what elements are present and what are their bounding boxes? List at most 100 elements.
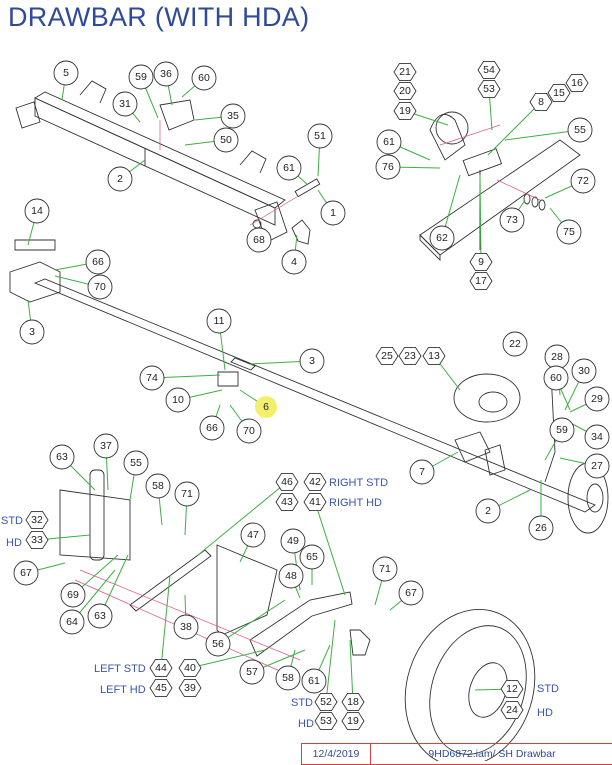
callout-60[interactable]: 60: [191, 65, 217, 91]
callout-61[interactable]: 61: [276, 155, 302, 181]
hex-callout-shape: [393, 101, 417, 121]
callout-43[interactable]: 43: [275, 492, 299, 512]
callout-2[interactable]: 2: [475, 498, 501, 524]
callout-10[interactable]: 10: [165, 387, 191, 413]
callout-number: 68: [253, 234, 265, 246]
callout-35[interactable]: 35: [220, 103, 246, 129]
circle-callout-shape: [376, 129, 402, 155]
callout-13[interactable]: 13: [422, 346, 446, 366]
callout-32[interactable]: 32: [25, 510, 49, 530]
callout-45[interactable]: 45: [149, 678, 173, 698]
callout-63[interactable]: 63: [87, 603, 113, 629]
callout-44[interactable]: 44: [149, 658, 173, 678]
callout-26[interactable]: 26: [528, 515, 554, 541]
callout-46[interactable]: 46: [275, 472, 299, 492]
callout-9[interactable]: 9: [469, 252, 493, 272]
callout-51[interactable]: 51: [307, 123, 333, 149]
callout-28[interactable]: 28: [544, 344, 570, 370]
callout-50[interactable]: 50: [213, 127, 239, 153]
callout-39[interactable]: 39: [178, 678, 202, 698]
callout-59[interactable]: 59: [128, 64, 154, 90]
hex-callout-shape: [422, 346, 446, 366]
callout-5[interactable]: 5: [53, 60, 79, 86]
callout-16[interactable]: 16: [565, 73, 589, 93]
callout-25[interactable]: 25: [375, 346, 399, 366]
callout-30[interactable]: 30: [571, 358, 597, 384]
callout-52[interactable]: 52: [314, 692, 338, 712]
callout-47[interactable]: 47: [240, 522, 266, 548]
callout-19[interactable]: 19: [341, 711, 365, 731]
callout-17[interactable]: 17: [469, 271, 493, 291]
center-lines: [74, 120, 541, 681]
callout-63[interactable]: 63: [49, 444, 75, 470]
callout-53[interactable]: 53: [314, 711, 338, 731]
callout-3[interactable]: 3: [19, 319, 45, 345]
callout-76[interactable]: 76: [375, 154, 401, 180]
callout-31[interactable]: 31: [112, 91, 138, 117]
callout-49[interactable]: 49: [280, 528, 306, 554]
leader-line: [479, 174, 482, 263]
callout-68[interactable]: 68: [246, 227, 272, 253]
callout-6[interactable]: 6: [255, 396, 277, 418]
callout-61[interactable]: 61: [301, 668, 327, 694]
callout-20[interactable]: 20: [393, 81, 417, 101]
callout-36[interactable]: 36: [153, 61, 179, 87]
callout-57[interactable]: 57: [239, 659, 265, 685]
callout-55[interactable]: 55: [123, 450, 149, 476]
callout-70[interactable]: 70: [236, 418, 262, 444]
callout-59[interactable]: 59: [549, 417, 575, 443]
callout-66[interactable]: 66: [85, 249, 111, 275]
callout-7[interactable]: 7: [409, 459, 435, 485]
callout-69[interactable]: 69: [60, 582, 86, 608]
callout-61[interactable]: 61: [376, 129, 402, 155]
callout-73[interactable]: 73: [499, 207, 525, 233]
callout-19[interactable]: 19: [393, 101, 417, 121]
callout-67[interactable]: 67: [13, 560, 39, 586]
callout-42[interactable]: 42: [303, 472, 327, 492]
callout-54[interactable]: 54: [477, 60, 501, 80]
callout-23[interactable]: 23: [398, 346, 422, 366]
callout-33[interactable]: 33: [25, 530, 49, 550]
callout-12[interactable]: 12: [500, 679, 524, 699]
callout-1[interactable]: 1: [320, 200, 346, 226]
callout-55[interactable]: 55: [567, 117, 593, 143]
callout-21[interactable]: 21: [393, 62, 417, 82]
callout-41[interactable]: 41: [303, 492, 327, 512]
callout-60[interactable]: 60: [543, 365, 569, 391]
callout-37[interactable]: 37: [93, 433, 119, 459]
callout-64[interactable]: 64: [59, 609, 85, 635]
callout-40[interactable]: 40: [178, 658, 202, 678]
callout-4[interactable]: 4: [281, 249, 307, 275]
callout-8[interactable]: 8: [529, 92, 553, 112]
callout-48[interactable]: 48: [278, 563, 304, 589]
callout-62[interactable]: 62: [429, 225, 455, 251]
callout-27[interactable]: 27: [584, 453, 610, 479]
callout-56[interactable]: 56: [205, 631, 231, 657]
callout-58[interactable]: 58: [145, 473, 171, 499]
callout-number: 38: [180, 621, 192, 633]
callout-53[interactable]: 53: [477, 79, 501, 99]
callout-2[interactable]: 2: [107, 166, 133, 192]
callout-24[interactable]: 24: [500, 700, 524, 720]
callout-number: 7: [419, 466, 425, 478]
callout-65[interactable]: 65: [299, 544, 325, 570]
callout-67[interactable]: 67: [398, 580, 424, 606]
circle-callout-shape: [499, 207, 525, 233]
callout-74[interactable]: 74: [139, 365, 165, 391]
callout-14[interactable]: 14: [24, 198, 50, 224]
callout-71[interactable]: 71: [372, 556, 398, 582]
callout-29[interactable]: 29: [584, 386, 610, 412]
callout-34[interactable]: 34: [584, 424, 610, 450]
callout-72[interactable]: 72: [570, 168, 596, 194]
callout-70[interactable]: 70: [87, 274, 113, 300]
callout-71[interactable]: 71: [174, 481, 200, 507]
callout-75[interactable]: 75: [556, 219, 582, 245]
callout-15[interactable]: 15: [547, 83, 571, 103]
callout-22[interactable]: 22: [502, 331, 528, 357]
callout-58[interactable]: 58: [275, 665, 301, 691]
callout-3[interactable]: 3: [299, 348, 325, 374]
callout-11[interactable]: 11: [206, 308, 232, 334]
callout-66[interactable]: 66: [199, 415, 225, 441]
callout-38[interactable]: 38: [173, 614, 199, 640]
callout-18[interactable]: 18: [341, 692, 365, 712]
